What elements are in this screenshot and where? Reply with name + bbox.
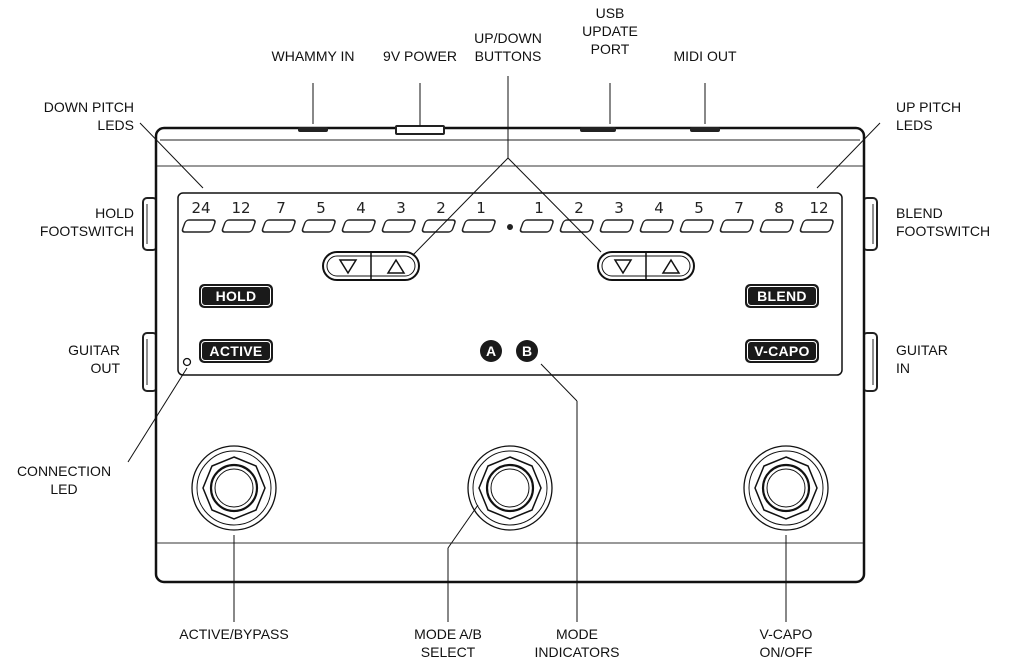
down-led-label: 4 — [356, 199, 366, 217]
mode-ab-footswitch[interactable] — [467, 445, 553, 531]
pitch-led — [719, 219, 754, 233]
up-led-label: 4 — [654, 199, 664, 217]
mode-indicator-a: A — [480, 340, 502, 362]
triangle-down-icon[interactable] — [338, 259, 358, 275]
pitch-led — [519, 219, 554, 233]
connection-led — [182, 357, 192, 367]
whammy-in-jack — [298, 127, 328, 132]
active-bypass-callout: ACTIVE/BYPASS — [179, 626, 289, 642]
up-led-label: 1 — [534, 199, 544, 217]
up-down-buttons-callout: UP/DOWN BUTTONS — [474, 30, 542, 64]
blend-footswitch-callout: BLEND FOOTSWITCH — [896, 205, 991, 239]
guitar-in-callout: GUITAR IN — [896, 342, 948, 376]
midi-out-callout: MIDI OUT — [673, 48, 737, 64]
right-up-down-buttons[interactable] — [597, 251, 695, 281]
usb-update-port — [580, 127, 616, 132]
pitch-led — [559, 219, 594, 233]
up-led-label: 12 — [809, 199, 829, 217]
up-led-label: 8 — [774, 199, 784, 217]
hold-label: HOLD — [199, 284, 273, 308]
down-led-label: 2 — [436, 199, 446, 217]
up-led-label: 2 — [574, 199, 584, 217]
pitch-led — [261, 219, 296, 233]
pitch-led — [461, 219, 496, 233]
triangle-up-icon[interactable] — [386, 258, 406, 274]
pitch-led — [799, 219, 834, 233]
down-led-label: 3 — [396, 199, 406, 217]
center-led-dot — [507, 224, 513, 230]
pitch-led — [381, 219, 416, 233]
down-led-label: 7 — [276, 199, 286, 217]
pitch-led — [181, 219, 216, 233]
pitch-led — [639, 219, 674, 233]
whammy-in-callout: WHAMMY IN — [271, 48, 355, 64]
pitch-led — [679, 219, 714, 233]
down-pitch-leds-callout: DOWN PITCH LEDS — [43, 99, 134, 133]
power-9v-callout: 9V POWER — [383, 48, 457, 64]
pitch-led — [301, 219, 336, 233]
pitch-led — [341, 219, 376, 233]
mode-indicator-b: B — [516, 340, 538, 362]
v-capo-footswitch[interactable] — [743, 445, 829, 531]
active-bypass-footswitch[interactable] — [191, 445, 277, 531]
pitch-led — [221, 219, 256, 233]
control-panel — [177, 192, 843, 376]
up-led-label: 7 — [734, 199, 744, 217]
down-pitch-leds — [181, 219, 496, 233]
up-led-label: 3 — [614, 199, 624, 217]
blend-label: BLEND — [745, 284, 819, 308]
v-capo-label: V-CAPO — [745, 339, 819, 363]
triangle-up-icon[interactable] — [661, 258, 681, 274]
mode-indicators-callout: MODE INDICATORS — [534, 626, 620, 660]
pitch-led — [759, 219, 794, 233]
mode-ab-select-callout: MODE A/B SELECT — [414, 626, 482, 660]
triangle-down-icon[interactable] — [613, 259, 633, 275]
pitch-led — [421, 219, 456, 233]
power-9v-jack — [395, 125, 445, 135]
active-label: ACTIVE — [199, 339, 273, 363]
up-pitch-leds-callout: UP PITCH LEDS — [896, 99, 962, 133]
up-pitch-leds — [519, 219, 834, 233]
left-up-down-buttons[interactable] — [322, 251, 420, 281]
hold-footswitch-callout: HOLD FOOTSWITCH — [39, 205, 134, 239]
down-led-label: 12 — [231, 199, 251, 217]
connection-led-callout: CONNECTION LED — [16, 463, 112, 497]
up-led-label: 5 — [694, 199, 704, 217]
pitch-led — [599, 219, 634, 233]
v-capo-on-off-callout: V-CAPO ON/OFF — [759, 626, 813, 660]
midi-out-jack — [690, 127, 720, 132]
leader-lines — [127, 76, 881, 622]
down-led-label: 1 — [476, 199, 486, 217]
guitar-out-callout: GUITAR OUT — [68, 342, 120, 376]
usb-update-port-callout: USB UPDATE PORT — [582, 5, 638, 57]
down-led-label: 24 — [191, 199, 211, 217]
down-led-label: 5 — [316, 199, 326, 217]
